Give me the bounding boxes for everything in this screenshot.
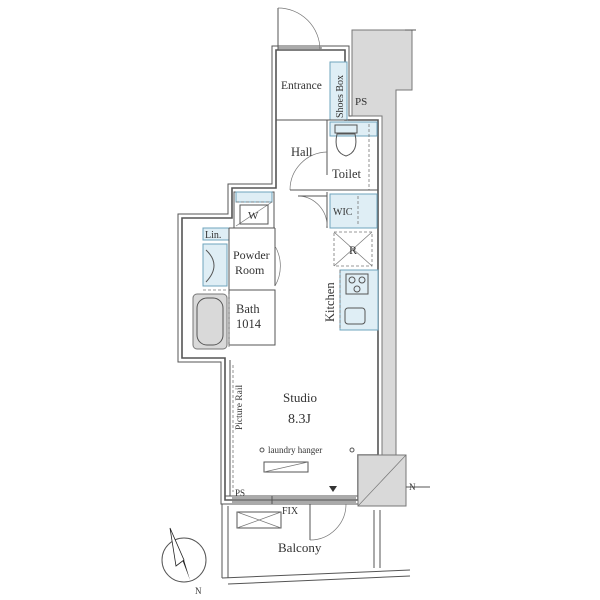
- label-fix: FIX: [282, 506, 299, 517]
- label-north: N: [195, 586, 202, 596]
- structural-column: [351, 29, 430, 507]
- label-hall: Hall: [291, 145, 313, 159]
- label-lin: Lin.: [205, 230, 221, 241]
- powder-room: [202, 227, 275, 345]
- balcony-window: [232, 486, 356, 504]
- label-entrance: Entrance: [281, 80, 322, 92]
- label-studio: Studio: [283, 390, 317, 405]
- label-ps-top: PS: [355, 96, 367, 108]
- label-bath: Bath: [236, 302, 260, 316]
- entrance-door: [277, 7, 322, 51]
- label-n-right: N: [409, 482, 416, 492]
- label-powder-room-1: Powder: [233, 248, 270, 262]
- label-wic: WIC: [333, 207, 353, 218]
- label-picture-rail: Picture Rail: [235, 385, 245, 430]
- laundry-hanger: [259, 447, 355, 473]
- label-refrigerator: R: [349, 243, 357, 257]
- label-bath-size: 1014: [236, 317, 262, 331]
- label-balcony: Balcony: [278, 540, 322, 555]
- label-ps-bottom: PS: [235, 488, 245, 498]
- label-powder-room-2: Room: [235, 263, 265, 277]
- wic: [298, 192, 378, 229]
- balcony: [221, 503, 411, 585]
- label-laundry-hanger: laundry hanger: [268, 445, 322, 455]
- bath: [192, 289, 276, 350]
- label-kitchen: Kitchen: [323, 282, 337, 322]
- label-shoes-box: Shoes Box: [335, 75, 346, 118]
- label-toilet: Toilet: [332, 167, 362, 181]
- label-studio-size: 8.3J: [288, 412, 312, 427]
- label-w: W: [248, 210, 259, 222]
- toilet-room: [289, 120, 378, 191]
- kitchen: [333, 231, 379, 331]
- north-arrow-icon: [161, 527, 207, 583]
